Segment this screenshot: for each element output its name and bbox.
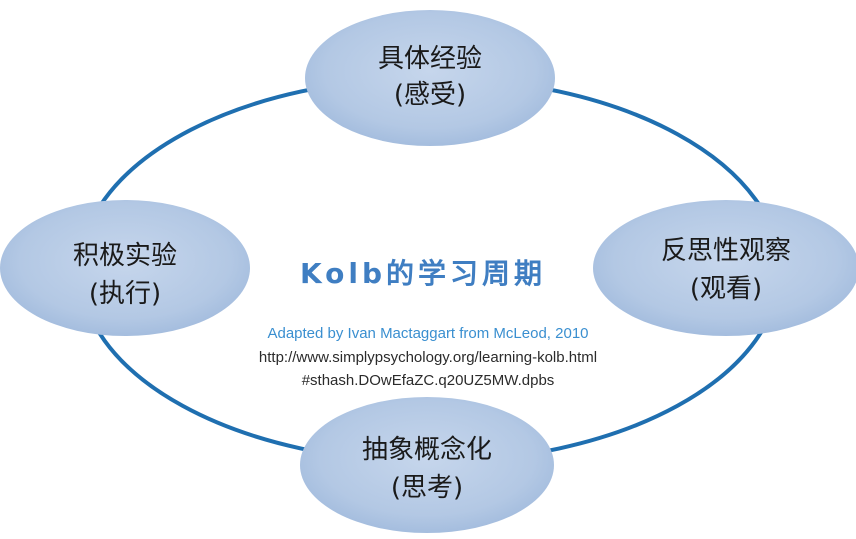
node-ellipse — [300, 397, 554, 533]
node-label: 抽象概念化 — [362, 435, 492, 465]
diagram-title: Kolb的学习周期 — [300, 257, 546, 290]
node-sublabel: (感受) — [394, 80, 466, 110]
node-reflective-observation: 反思性观察 (观看) — [593, 200, 856, 336]
node-sublabel: (思考) — [391, 473, 463, 503]
node-sublabel: (观看) — [690, 274, 762, 304]
node-sublabel: (执行) — [89, 279, 161, 309]
node-label: 具体经验 — [378, 44, 482, 74]
node-label: 积极实验 — [73, 241, 177, 271]
node-abstract-conceptualization: 抽象概念化 (思考) — [300, 397, 554, 533]
node-ellipse — [593, 200, 856, 336]
credit-url: http://www.simplypsychology.org/learning… — [259, 349, 597, 366]
node-ellipse — [0, 200, 250, 336]
node-label: 反思性观察 — [661, 236, 791, 266]
node-ellipse — [305, 10, 555, 146]
credit-url-hash: #sthash.DOwEfaZC.q20UZ5MW.dpbs — [302, 372, 555, 389]
node-concrete-experience: 具体经验 (感受) — [305, 10, 555, 146]
node-active-experimentation: 积极实验 (执行) — [0, 200, 250, 336]
credit-attribution: Adapted by Ivan Mactaggart from McLeod, … — [267, 325, 588, 342]
